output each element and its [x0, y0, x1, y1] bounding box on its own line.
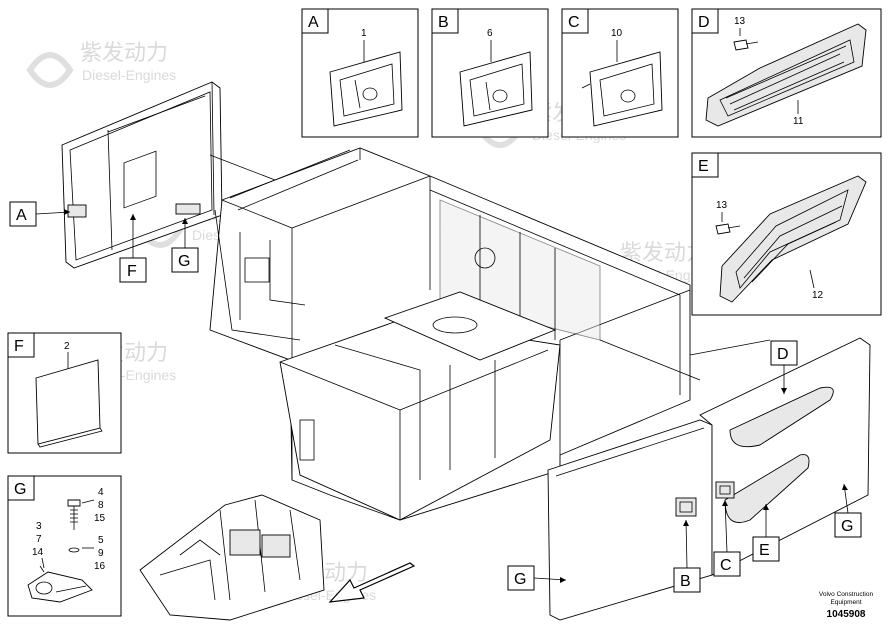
- part-number-4: 4: [98, 487, 104, 498]
- part-number-1: 1: [361, 28, 367, 39]
- callout-g-door: G: [171, 218, 199, 273]
- detail-box-g: G 4 8 15 5 9 16 3 7 14: [7, 475, 122, 617]
- part-number-10: 10: [611, 28, 623, 39]
- detail-box-e: E 13 12: [691, 152, 882, 316]
- detail-box-d: D 13 11: [691, 8, 882, 138]
- watermark-en: Diesel-Engines: [82, 67, 176, 83]
- callout-d-label: D: [698, 14, 710, 31]
- callout-b-label: B: [438, 14, 449, 31]
- callout-c-panel: C: [713, 499, 741, 577]
- brand-line-2: Equipment: [830, 599, 861, 606]
- part-number-13-d: 13: [734, 16, 746, 27]
- callout-b-panel: B: [673, 519, 701, 593]
- detail-box-f: F 2: [7, 332, 122, 454]
- g-assembly-sketch: [139, 494, 325, 621]
- callout-a-door-label: A: [16, 207, 27, 224]
- callout-g-panel-left-label: G: [514, 571, 526, 588]
- callout-e-label: E: [698, 158, 709, 175]
- part-number-16: 16: [94, 561, 106, 572]
- callout-d-panel: D: [770, 340, 798, 394]
- watermark-cn: 紫发动力: [80, 40, 168, 65]
- callout-g-label: G: [14, 481, 26, 498]
- callout-a-door: A: [9, 201, 71, 227]
- part-number-7: 7: [36, 534, 42, 545]
- callout-g-panel-right: G: [834, 483, 862, 538]
- part-number-12: 12: [812, 290, 824, 301]
- detail-box-b: B 6: [431, 8, 549, 138]
- part-number-3: 3: [36, 521, 42, 532]
- part-number-2: 2: [64, 341, 70, 352]
- brand-line-1: Volvo Construction: [819, 591, 874, 598]
- part-number-11: 11: [793, 116, 804, 127]
- part-number-15: 15: [94, 513, 106, 524]
- part-number-8: 8: [98, 500, 104, 511]
- callout-f-label: F: [14, 338, 24, 355]
- callout-f-door-label: F: [127, 263, 137, 280]
- callout-c-panel-label: C: [720, 557, 732, 574]
- document-number: 1045908: [827, 609, 866, 620]
- callout-g-panel-left: G: [507, 565, 567, 591]
- detail-box-a: A 1: [301, 8, 419, 138]
- callout-c-label: C: [568, 14, 580, 31]
- callout-g-door-label: G: [178, 253, 190, 270]
- part-number-5: 5: [98, 535, 104, 546]
- part-number-9: 9: [98, 548, 104, 559]
- direction-arrow: [328, 562, 416, 603]
- part-number-14: 14: [32, 547, 44, 558]
- callout-g-panel-right-label: G: [841, 518, 853, 535]
- part-number-6: 6: [487, 28, 493, 39]
- part-number-13-e: 13: [716, 200, 728, 211]
- callout-b-panel-label: B: [680, 573, 691, 590]
- callout-a-label: A: [308, 14, 319, 31]
- callout-d-panel-label: D: [777, 346, 789, 363]
- callout-e-panel-label: E: [759, 542, 770, 559]
- detail-box-c: C 10: [561, 8, 679, 138]
- right-side-panels: [547, 337, 871, 621]
- callout-e-panel: E: [752, 504, 780, 562]
- callout-f-door: F: [119, 214, 147, 283]
